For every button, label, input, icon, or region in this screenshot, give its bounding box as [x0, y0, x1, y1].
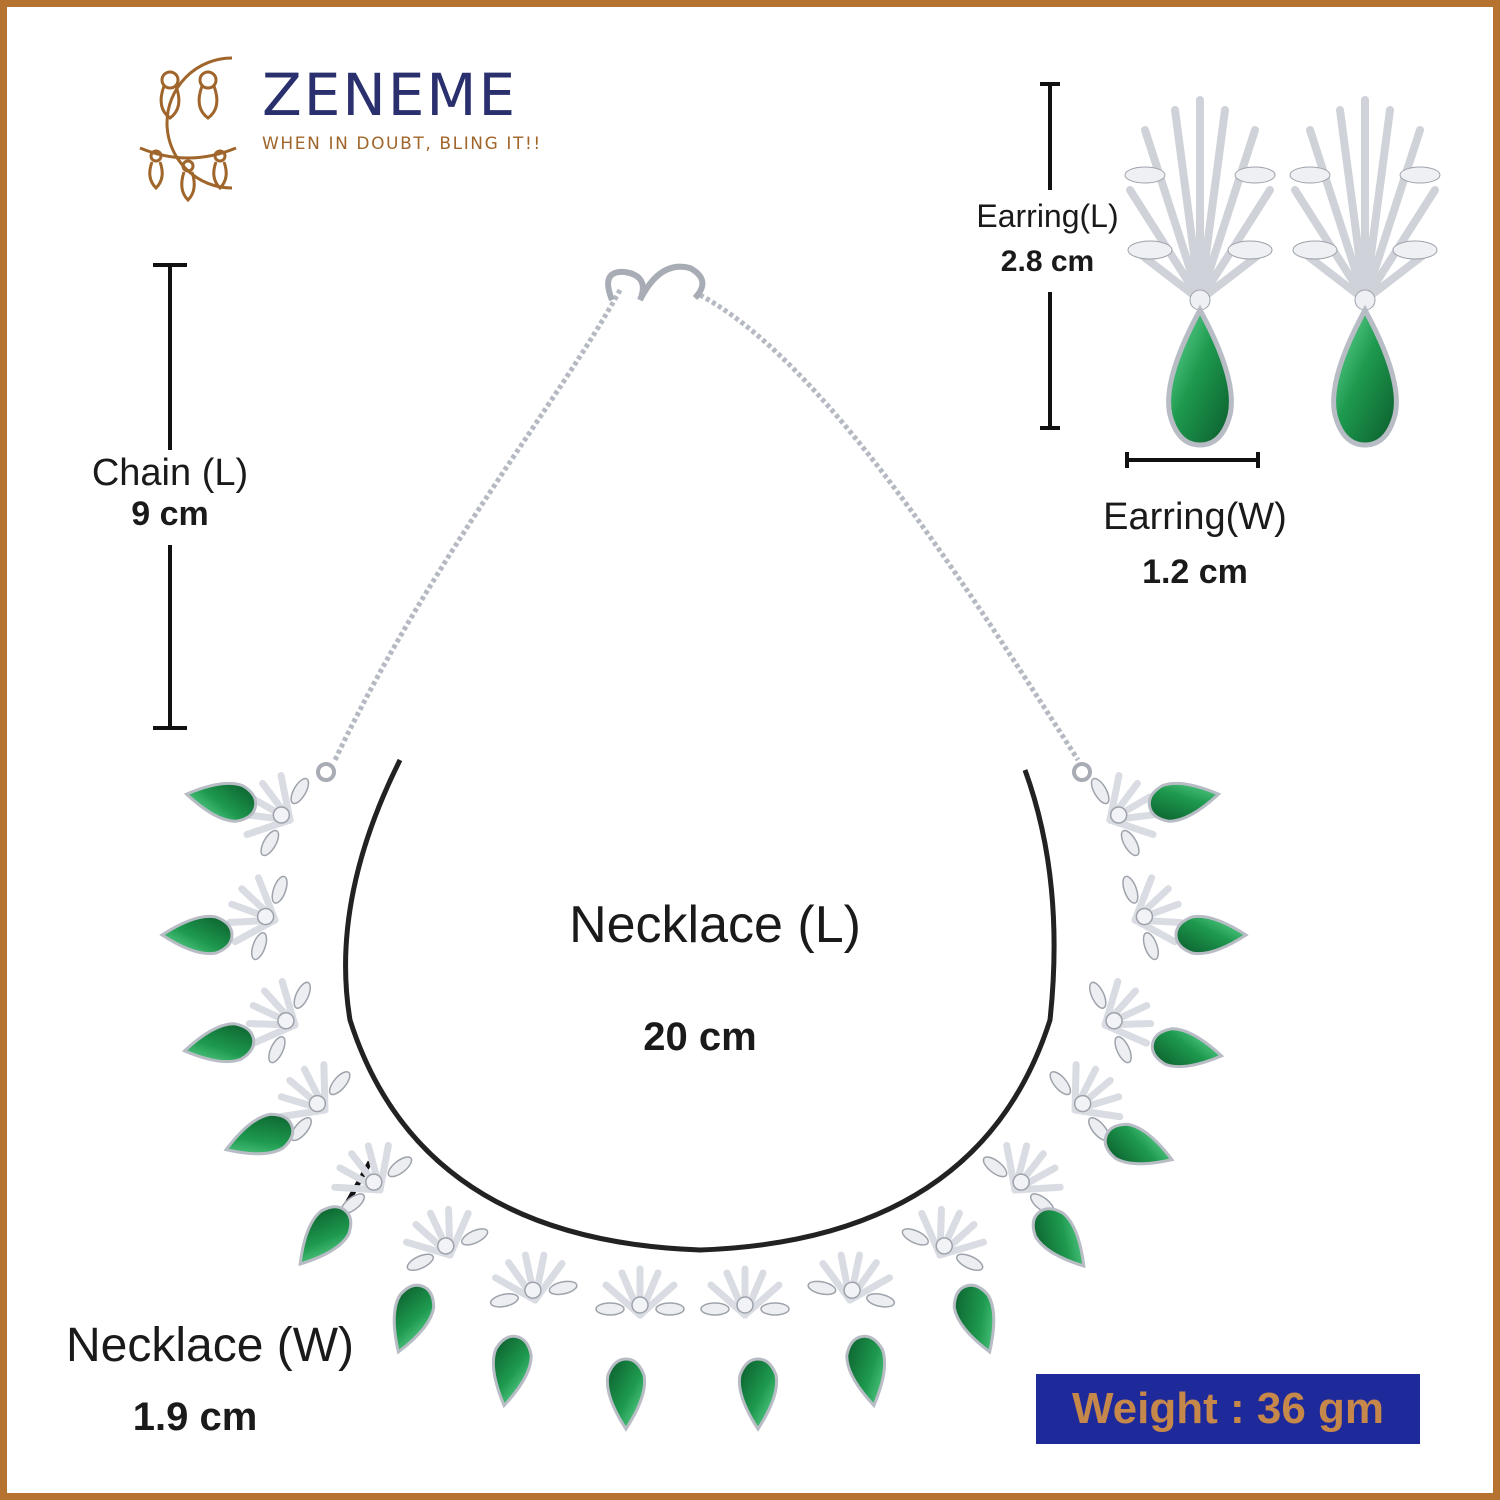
necklace-width-title: Necklace (W) — [65, 1319, 355, 1372]
earring-length-label: Earring(L) 2.8 cm — [965, 198, 1130, 279]
brand-tagline: WHEN IN DOUBT, BLING IT!! — [262, 134, 542, 154]
brand-name: ZENEME — [262, 61, 518, 129]
earrings-image — [1124, 96, 1441, 448]
necklace-image — [160, 263, 1248, 1431]
earring-logo-icon — [139, 56, 237, 203]
chain-length-title: Chain (L) — [91, 452, 249, 494]
earring-width-label: Earring(W) 1.2 cm — [1090, 496, 1300, 592]
necklace-width-label: Necklace (W) 1.9 cm — [40, 1318, 380, 1440]
necklace-length-arc — [343, 758, 1057, 1253]
necklace-length-value: 20 cm — [643, 1015, 757, 1059]
earring-length-title: Earring(L) — [976, 198, 1119, 234]
earring-length-value: 2.8 cm — [1000, 245, 1095, 278]
weight-text: Weight : 36 gm — [1071, 1384, 1385, 1433]
earring-length-bar — [1040, 82, 1060, 430]
brand-logo — [120, 38, 560, 208]
chain-length-value: 9 cm — [131, 495, 209, 533]
earring-width-bar — [1125, 452, 1260, 468]
necklace-length-label: Necklace (L) 20 cm — [540, 895, 890, 1060]
chain-length-label: Chain (L) 9 cm — [70, 452, 270, 534]
weight-badge: Weight : 36 gm — [1036, 1374, 1420, 1444]
chain-length-bar — [153, 263, 187, 730]
necklace-length-title: Necklace (L) — [569, 896, 861, 954]
earring-width-title: Earring(W) — [1103, 496, 1287, 538]
necklace-width-value: 1.9 cm — [132, 1395, 258, 1439]
earring-width-value: 1.2 cm — [1142, 553, 1248, 591]
